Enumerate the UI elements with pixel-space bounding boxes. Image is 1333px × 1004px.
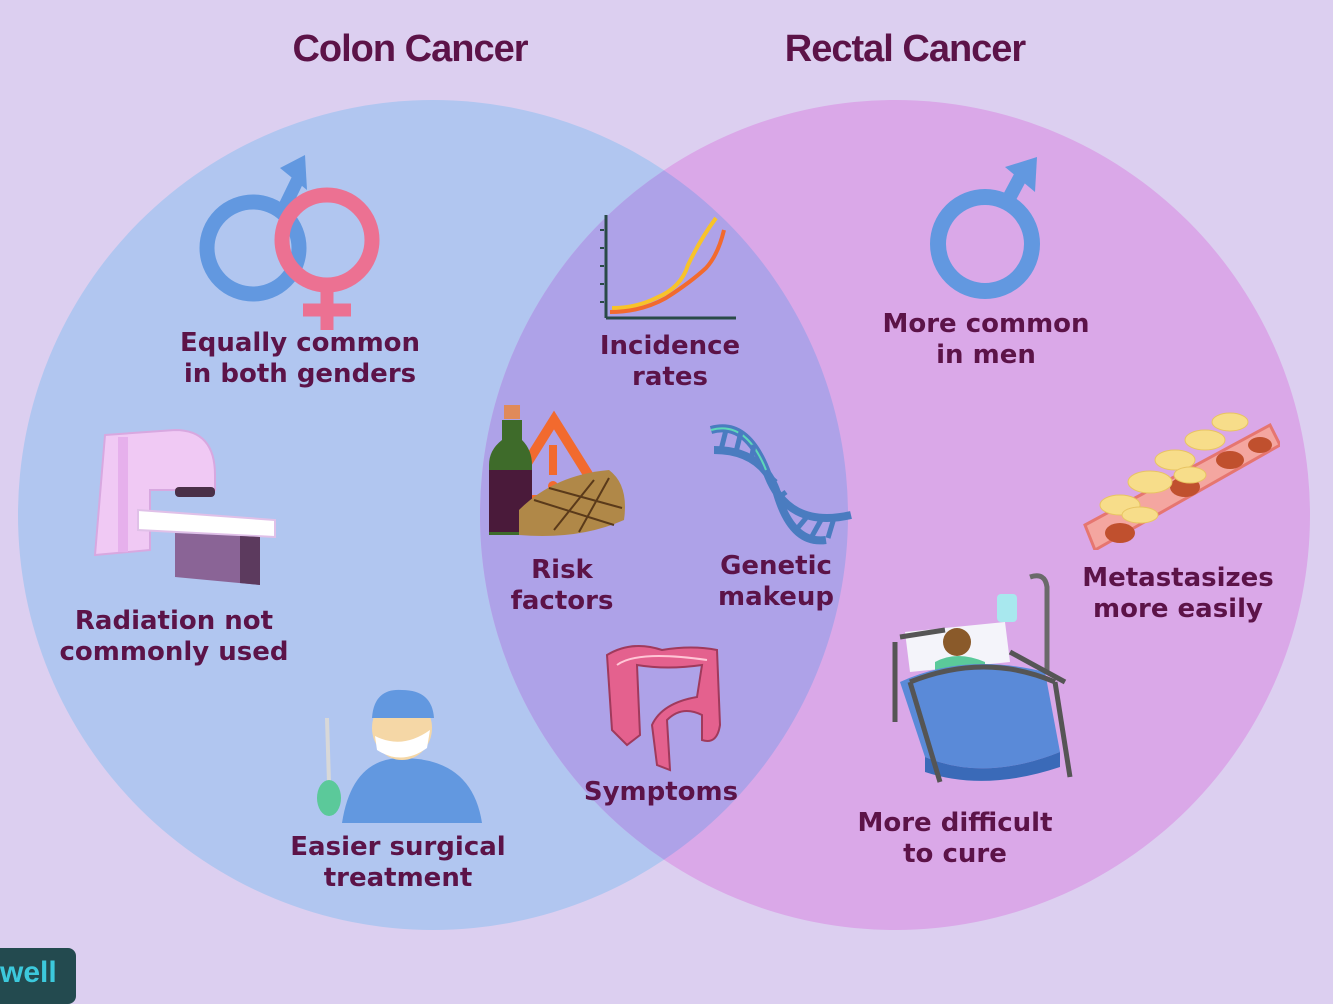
surgeon-icon — [317, 689, 482, 823]
rectal-item-cure: More difficult to cure — [857, 808, 1053, 869]
colon-item-surgery: Easier surgical treatment — [290, 832, 506, 893]
dna-icon — [709, 424, 852, 545]
shared-item-risk: Risk factors — [510, 555, 614, 616]
brand-logo[interactable]: well — [0, 948, 76, 1004]
blood-vessel-icon — [1083, 412, 1280, 550]
overlap-region — [480, 100, 848, 930]
rectal-item-metastasizes: Metastasizes more easily — [1082, 563, 1274, 624]
rectal-item-men: More common in men — [882, 309, 1090, 370]
rectal-cancer-title: Rectal Cancer — [784, 28, 1026, 70]
shared-item-genetic: Genetic makeup — [718, 551, 834, 612]
risk-factors-icon — [489, 405, 625, 536]
hospital-bed-icon — [892, 573, 1073, 783]
shared-item-incidence: Incidence rates — [599, 331, 741, 392]
gender-symbols-icon — [199, 155, 380, 330]
radiation-machine-icon — [93, 428, 276, 585]
male-symbol-icon — [930, 157, 1040, 299]
colon-cancer-title: Colon Cancer — [292, 28, 528, 70]
line-chart-icon — [600, 215, 736, 320]
colon-icon — [605, 645, 722, 772]
colon-item-radiation: Radiation not commonly used — [59, 606, 289, 667]
colon-item-genders: Equally common in both genders — [179, 328, 421, 389]
shared-item-symptoms: Symptoms — [583, 777, 739, 807]
